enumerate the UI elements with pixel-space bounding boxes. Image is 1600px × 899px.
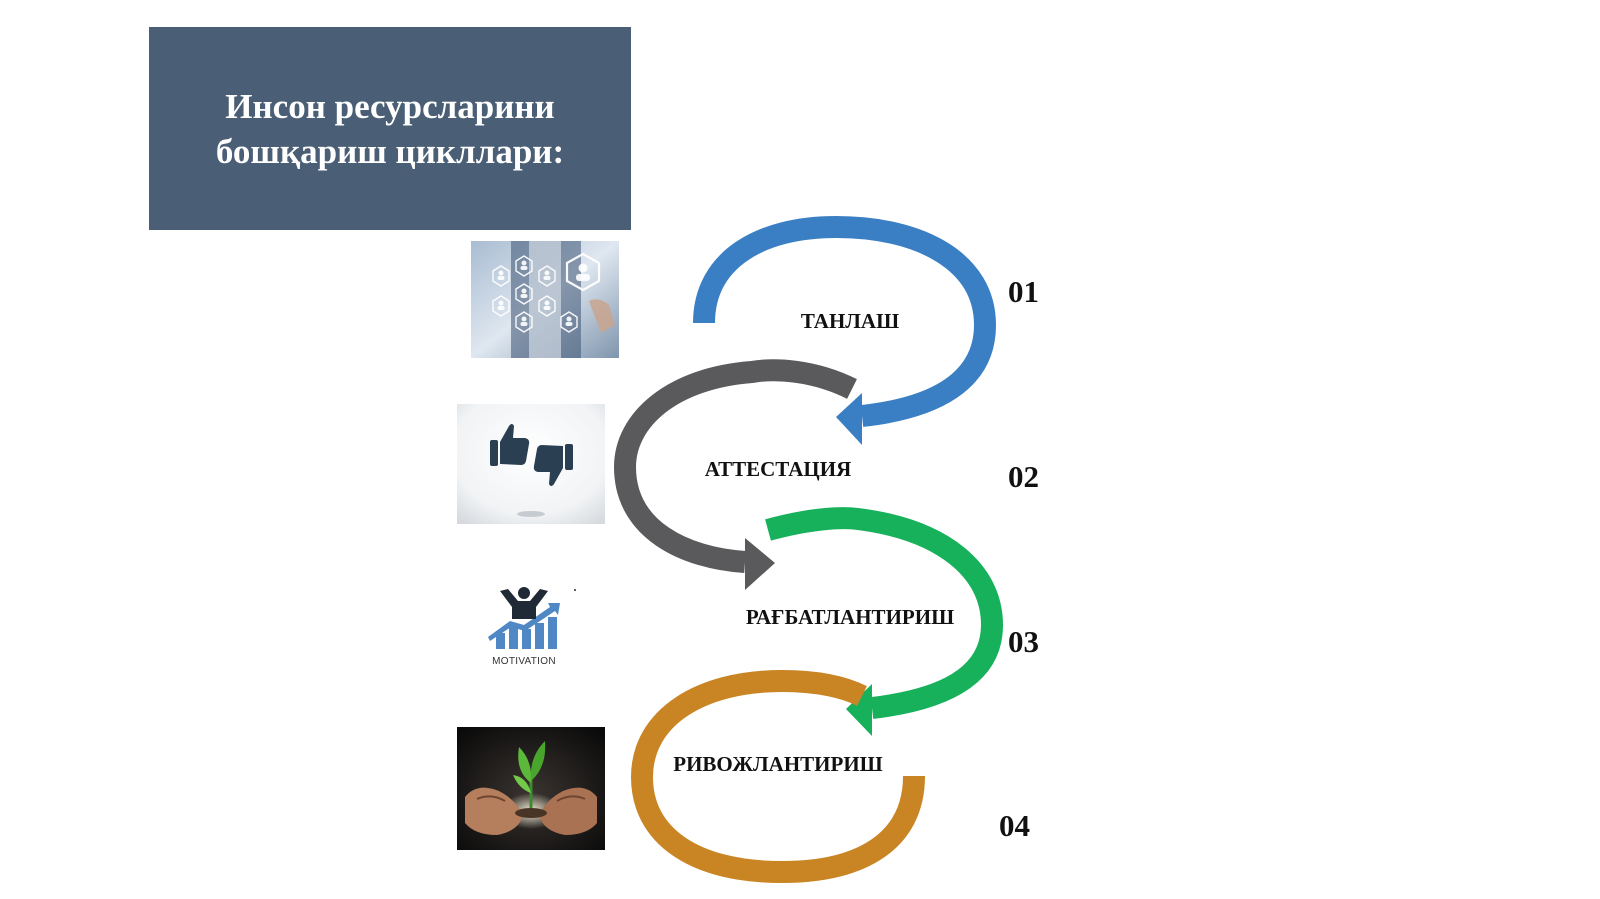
motivation-image: MOTIVATION xyxy=(478,585,590,675)
step-label-01: ТАНЛАШ xyxy=(801,309,899,333)
arrow-01 xyxy=(693,215,997,445)
title-box: Инсон ресурсларини бошқариш цикллари: xyxy=(149,27,631,230)
page-title: Инсон ресурсларини бошқариш цикллари: xyxy=(216,84,564,174)
step-number-02: 02 xyxy=(1008,459,1039,494)
selection-image xyxy=(471,241,619,358)
people-network-icon xyxy=(471,241,619,358)
step-label-04: РИВОЖЛАНТИРИШ xyxy=(673,752,882,776)
arrow-03 xyxy=(765,507,1004,736)
step-label-02: АТТЕСТАЦИЯ xyxy=(705,457,851,481)
arrow-04 xyxy=(630,669,925,884)
step-number-03: 03 xyxy=(1008,624,1039,659)
hands-plant-icon xyxy=(457,727,605,850)
title-line-1: Инсон ресурсларини xyxy=(225,86,555,126)
attestation-image xyxy=(457,404,605,524)
step-number-01: 01 xyxy=(1008,274,1039,309)
thumbs-up-down-icon xyxy=(457,404,605,524)
motivation-icon: MOTIVATION xyxy=(478,585,590,675)
step-label-03: РАҒБАТЛАНТИРИШ xyxy=(746,605,954,629)
motivation-caption: MOTIVATION xyxy=(492,656,556,667)
arrow-02 xyxy=(613,359,857,590)
development-image xyxy=(457,727,605,850)
title-line-2: бошқариш цикллари: xyxy=(215,131,565,171)
step-number-04: 04 xyxy=(999,808,1030,843)
